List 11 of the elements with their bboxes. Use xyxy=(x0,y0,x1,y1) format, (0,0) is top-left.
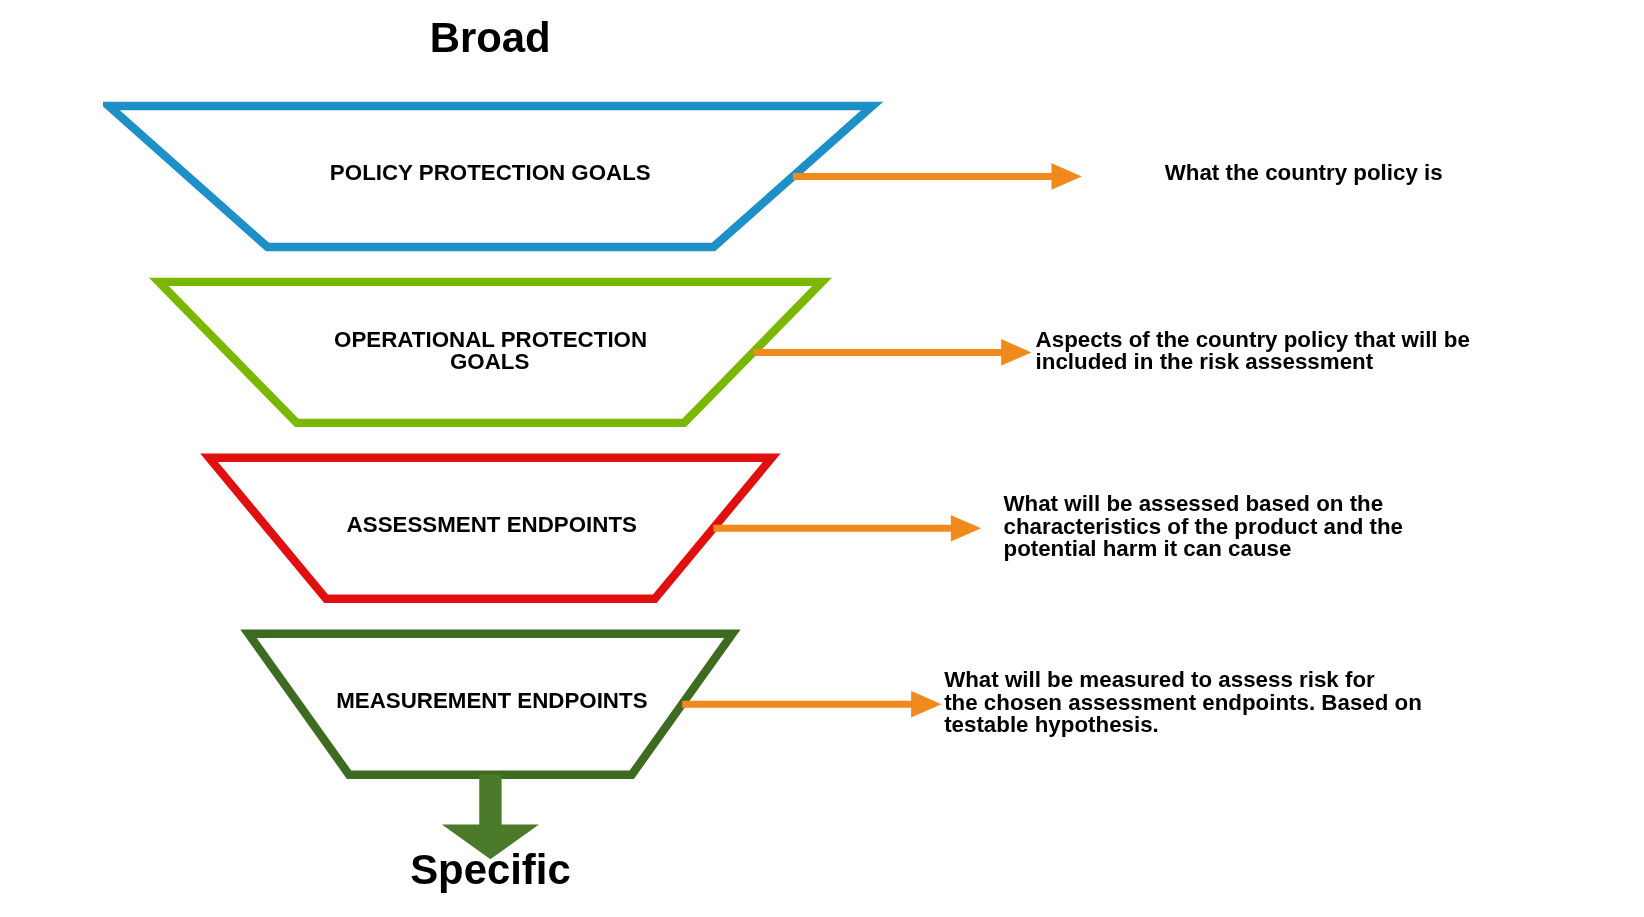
label: Broad xyxy=(429,13,551,61)
node-text: Aspects of the country policy that will be included in the risk assessment xyxy=(1035,326,1470,374)
arrow xyxy=(753,339,1032,366)
node-text: What will be assessed based on the characteristics of the product and the potential harm it can cause xyxy=(1003,491,1404,561)
arrow xyxy=(441,774,539,860)
node-text: What the country policy is xyxy=(1164,160,1443,186)
arrow xyxy=(682,690,942,718)
arrow xyxy=(713,515,982,542)
node-text: What will be measured to assess risk for the chosen assessment endpoints. Based on testable hypothesis. xyxy=(944,667,1422,737)
arrow xyxy=(792,163,1082,190)
node-text: Specific xyxy=(410,845,571,893)
